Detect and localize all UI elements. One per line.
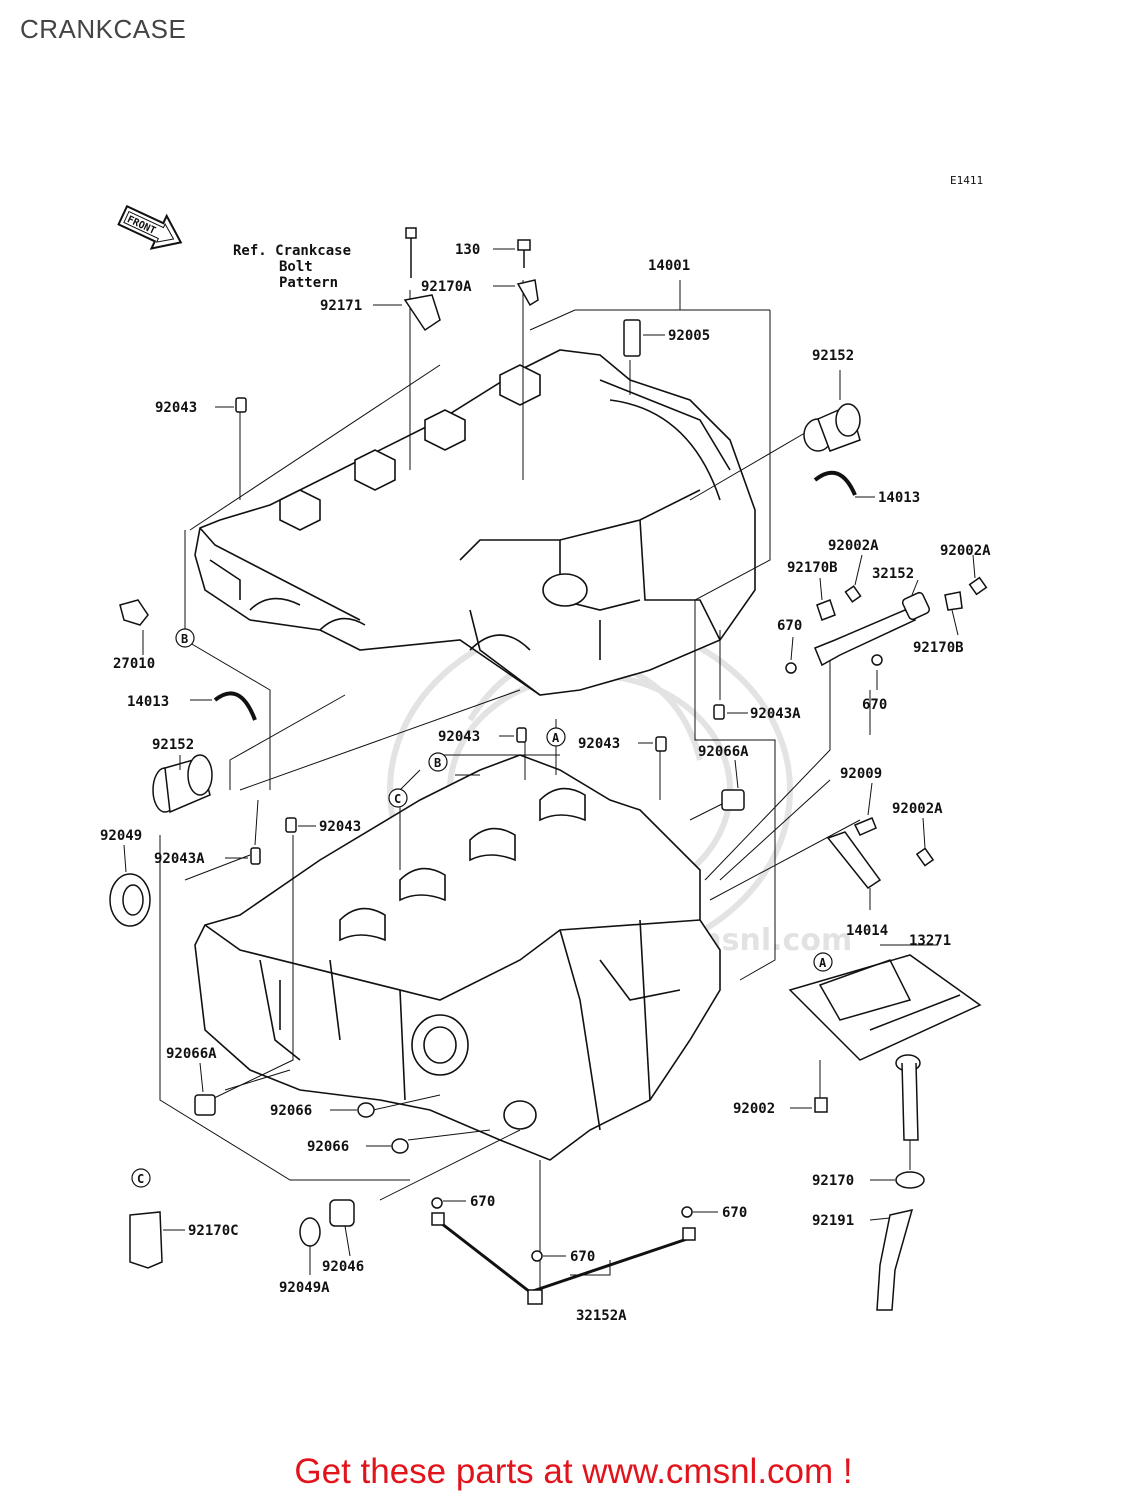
leader-lines [123, 248, 976, 1276]
promo-link[interactable]: Get these parts at www.cmsnl.com ! [294, 1452, 853, 1491]
part-label-92066a-upper[interactable]: 92066A [698, 744, 749, 760]
part-label-92009[interactable]: 92009 [840, 766, 882, 782]
reference-note: Ref. Crankcase Bolt Pattern [233, 243, 351, 291]
part-label-92152-upper[interactable]: 92152 [812, 348, 854, 364]
part-label-92043a-right[interactable]: 92043A [750, 706, 801, 722]
callout-c-bottom [131, 1168, 151, 1188]
assembly-lines [152, 280, 911, 1290]
part-label-32152[interactable]: 32152 [872, 566, 914, 582]
part-label-670-right[interactable]: 670 [862, 697, 887, 713]
part-label-670-left[interactable]: 670 [777, 618, 802, 634]
part-label-13271[interactable]: 13271 [909, 933, 951, 949]
callout-a-label-upper: A [552, 731, 560, 745]
part-label-14014[interactable]: 14014 [846, 923, 888, 939]
callout-a-upper [546, 727, 566, 747]
part-label-130[interactable]: 130 [455, 242, 480, 258]
part-label-92043-mid[interactable]: 92043 [438, 729, 480, 745]
small-parts [109, 227, 988, 1311]
callout-b-label-upper: B [181, 632, 188, 646]
part-label-92043-upper[interactable]: 92043 [155, 400, 197, 416]
part-label-670-bottom-left[interactable]: 670 [470, 1194, 495, 1210]
part-label-92171[interactable]: 92171 [320, 298, 362, 314]
part-label-92002a-left[interactable]: 92002A [828, 538, 879, 554]
callout-circles [131, 628, 833, 1188]
diagram-code: E1411 [950, 174, 983, 187]
part-label-14001[interactable]: 14001 [648, 258, 690, 274]
part-label-92002a-lower[interactable]: 92002A [892, 801, 943, 817]
reference-note-line3: Pattern [279, 275, 338, 291]
part-label-92170a[interactable]: 92170A [421, 279, 472, 295]
part-label-92046[interactable]: 92046 [322, 1259, 364, 1275]
upper-crankcase [194, 349, 756, 696]
part-label-92049[interactable]: 92049 [100, 828, 142, 844]
part-label-92002[interactable]: 92002 [733, 1101, 775, 1117]
part-label-92002a-right[interactable]: 92002A [940, 543, 991, 559]
part-label-670-bottom-mid[interactable]: 670 [570, 1249, 595, 1265]
part-label-14013-left[interactable]: 14013 [127, 694, 169, 710]
part-label-92066a-lower[interactable]: 92066A [166, 1046, 217, 1062]
callout-c-label-bottom: C [137, 1172, 144, 1186]
page-title: CRANKCASE [20, 14, 187, 44]
part-label-92066-lower[interactable]: 92066 [307, 1139, 349, 1155]
part-label-92191[interactable]: 92191 [812, 1213, 854, 1229]
callout-b-upper [175, 628, 195, 648]
part-label-92043-right[interactable]: 92043 [578, 736, 620, 752]
front-arrow-icon: FRONT [117, 204, 183, 250]
part-label-14013-right[interactable]: 14013 [878, 490, 920, 506]
part-label-27010[interactable]: 27010 [113, 656, 155, 672]
part-label-92049a[interactable]: 92049A [279, 1280, 330, 1296]
part-labels: 130 92170A 92171 14001 92005 92043 92152… [100, 242, 991, 1324]
part-label-92170b-right[interactable]: 92170B [913, 640, 964, 656]
callout-b-label-lower: B [434, 756, 441, 770]
part-label-92043-left[interactable]: 92043 [319, 819, 361, 835]
callout-b-lower [428, 752, 448, 772]
callout-c-label-lower: C [394, 792, 401, 806]
reference-note-line1: Ref. Crankcase [233, 243, 351, 259]
part-label-92170b-left[interactable]: 92170B [787, 560, 838, 576]
reference-note-line2: Bolt [279, 259, 313, 275]
callout-a-lower [813, 952, 833, 972]
callout-a-label-lower: A [819, 956, 827, 970]
part-label-92170[interactable]: 92170 [812, 1173, 854, 1189]
part-label-32152a[interactable]: 32152A [576, 1308, 627, 1324]
part-label-92043a-left[interactable]: 92043A [154, 851, 205, 867]
part-label-92170c[interactable]: 92170C [188, 1223, 239, 1239]
callout-c-lower [388, 788, 408, 808]
lower-crankcase [194, 754, 721, 1161]
part-label-670-bottom-right[interactable]: 670 [722, 1205, 747, 1221]
part-label-92066-upper[interactable]: 92066 [270, 1103, 312, 1119]
part-label-92005[interactable]: 92005 [668, 328, 710, 344]
part-label-92152-lower[interactable]: 92152 [152, 737, 194, 753]
